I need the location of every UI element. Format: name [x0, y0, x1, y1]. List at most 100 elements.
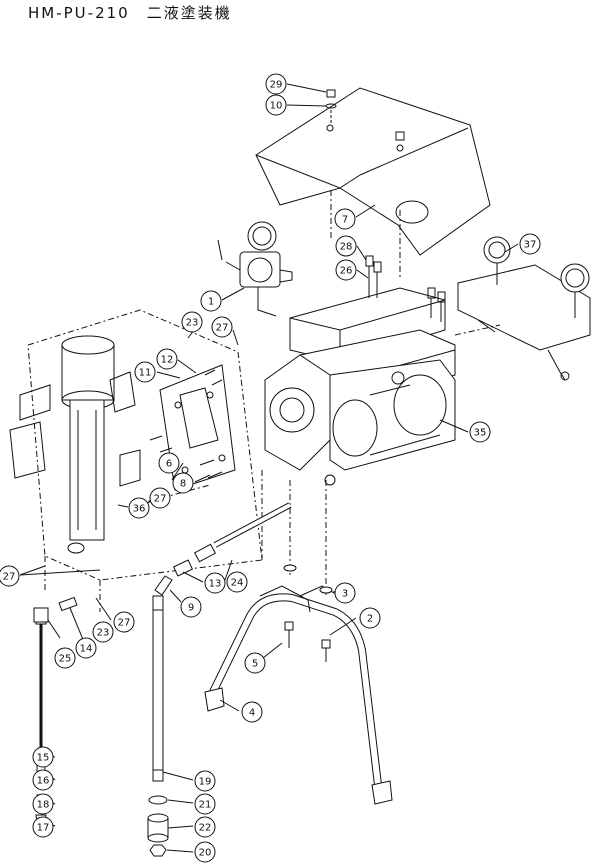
callout-c22: 22 — [194, 816, 216, 838]
callout-label: 5 — [252, 659, 258, 670]
bolt-5-part — [284, 621, 294, 648]
callout-circle — [211, 316, 233, 338]
callout-label: 27 — [118, 618, 131, 629]
gauge-manifold-part — [457, 236, 591, 381]
callout-label: 17 — [37, 823, 50, 834]
callout-label: 22 — [199, 823, 212, 834]
callout-circle — [194, 793, 216, 815]
callout-c21: 21 — [194, 793, 216, 815]
callout-circle — [226, 571, 248, 593]
pipe-19-part — [152, 595, 164, 782]
callout-circle — [172, 472, 194, 494]
callout-circle — [149, 487, 171, 509]
callout-label: 19 — [199, 777, 212, 788]
callout-circle — [265, 73, 287, 95]
callout-label: 6 — [166, 459, 172, 470]
callout-label: 7 — [342, 215, 348, 226]
callout-c27a: 27 — [211, 316, 233, 338]
callout-c19: 19 — [194, 770, 216, 792]
callout-bubbles: 1234567891011121314151617181920212223232… — [0, 73, 541, 863]
callout-circle — [194, 841, 216, 863]
callout-c13: 13 — [204, 572, 226, 594]
callout-label: 35 — [474, 428, 487, 439]
callout-label: 23 — [97, 628, 110, 639]
callout-circle — [156, 348, 178, 370]
diagram-title: HM-PU-210 二液塗装機 — [28, 4, 232, 22]
callout-c12: 12 — [156, 348, 178, 370]
regulator-part — [217, 221, 293, 317]
callout-c26: 26 — [335, 259, 357, 281]
callout-label: 24 — [231, 578, 244, 589]
callout-label: 27 — [154, 494, 167, 505]
callout-label: 27 — [3, 572, 16, 583]
callout-circle — [241, 701, 263, 723]
callout-circle — [335, 259, 357, 281]
rubber-foot-4-part — [204, 687, 225, 712]
callout-circle — [180, 596, 202, 618]
callout-c17: 17 — [32, 816, 54, 838]
callout-circle — [32, 816, 54, 838]
callout-label: 9 — [188, 603, 194, 614]
callout-circle — [158, 452, 180, 474]
callout-circle — [113, 611, 135, 633]
callout-circle — [134, 361, 156, 383]
leader-lines — [19, 83, 519, 853]
washer-21-part — [148, 795, 168, 805]
callout-label: 16 — [37, 776, 50, 787]
callout-c3: 3 — [334, 582, 356, 604]
callout-circle — [265, 94, 287, 116]
callout-c7: 7 — [334, 208, 356, 230]
callout-c8: 8 — [172, 472, 194, 494]
callout-label: 21 — [199, 800, 212, 811]
rubber-foot-right-part — [371, 780, 393, 805]
callout-c20: 20 — [194, 841, 216, 863]
callout-label: 8 — [180, 479, 186, 490]
callout-c35: 35 — [469, 421, 491, 443]
fitting-25-part — [33, 607, 49, 623]
callout-c9: 9 — [180, 596, 202, 618]
callout-circle — [244, 652, 266, 674]
callout-label: 13 — [209, 579, 222, 590]
callout-c2: 2 — [359, 607, 381, 629]
callout-circle — [32, 746, 54, 768]
callout-circle — [469, 421, 491, 443]
callout-label: 18 — [37, 800, 50, 811]
callout-label: 4 — [249, 708, 255, 719]
callout-c24: 24 — [226, 571, 248, 593]
hose-part — [194, 502, 292, 563]
callout-circle — [75, 637, 97, 659]
callout-c29: 29 — [265, 73, 287, 95]
left-pump-unit-part — [9, 335, 141, 554]
callout-c14: 14 — [75, 637, 97, 659]
callout-circle — [0, 565, 20, 587]
callout-label: 3 — [342, 589, 348, 600]
callout-c4: 4 — [241, 701, 263, 723]
bolt-right-part — [321, 639, 331, 662]
elbow-9-part — [154, 575, 173, 596]
callout-circle — [194, 770, 216, 792]
callout-label: 11 — [139, 368, 152, 379]
callout-c18: 18 — [32, 793, 54, 815]
callout-c6: 6 — [158, 452, 180, 474]
callout-c23b: 23 — [92, 621, 114, 643]
callout-label: 10 — [270, 101, 283, 112]
callout-circle — [92, 621, 114, 643]
fitting-13-part — [172, 559, 194, 577]
callout-c5: 5 — [244, 652, 266, 674]
stand-frame-part — [209, 585, 382, 786]
callout-label: 12 — [161, 355, 174, 366]
callout-circle — [32, 769, 54, 791]
callout-label: 15 — [37, 753, 50, 764]
callout-label: 28 — [340, 242, 353, 253]
callout-c37: 37 — [519, 233, 541, 255]
cover-part — [255, 87, 491, 256]
callout-circle — [128, 497, 150, 519]
callout-c36: 36 — [128, 497, 150, 519]
callout-label: 1 — [208, 297, 214, 308]
fitting-14-part — [58, 596, 78, 612]
callout-c25: 25 — [54, 647, 76, 669]
callout-circle — [194, 816, 216, 838]
callout-label: 2 — [367, 614, 373, 625]
callout-c27d: 27 — [113, 611, 135, 633]
